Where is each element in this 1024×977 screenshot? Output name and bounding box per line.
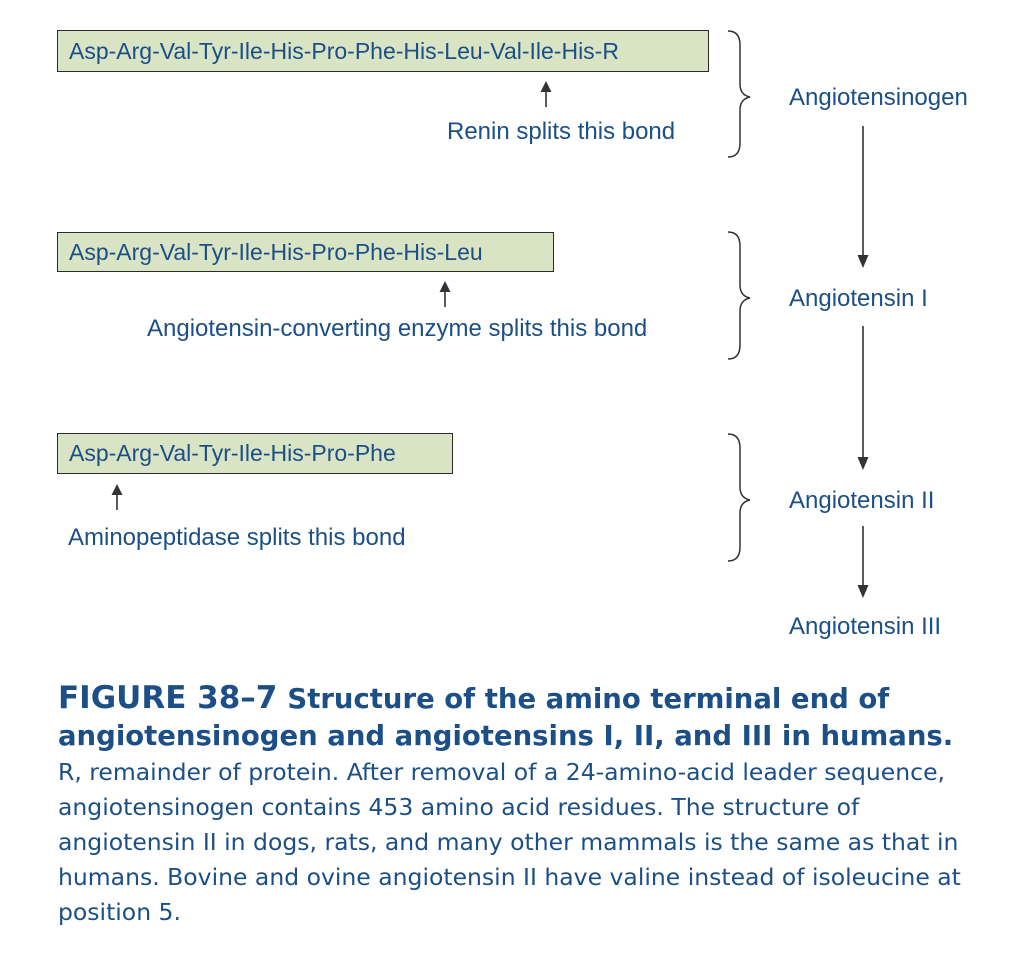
- caption-title: Structure of the amino terminal end of a…: [58, 683, 954, 752]
- cleavage-note-ace: Angiotensin-converting enzyme splits thi…: [147, 315, 648, 342]
- sequence-box-angiotensin-i: Asp-Arg-Val-Tyr-Ile-His-Pro-Phe-His-Leu: [57, 232, 554, 272]
- caption-body: R, remainder of protein. After removal o…: [58, 758, 961, 926]
- sequence-box-angiotensinogen: Asp-Arg-Val-Tyr-Ile-His-Pro-Phe-His-Leu-…: [57, 30, 709, 72]
- cleavage-arrow-renin-icon: [540, 81, 552, 107]
- conversion-arrow-icon: [857, 526, 869, 598]
- sequence-text: Asp-Arg-Val-Tyr-Ile-His-Pro-Phe-His-Leu-…: [69, 37, 619, 64]
- figure-label: FIGURE 38–7: [58, 680, 278, 716]
- product-name-angiotensin-iii: Angiotensin III: [789, 613, 942, 640]
- sequence-text: Asp-Arg-Val-Tyr-Ile-His-Pro-Phe-His-Leu: [69, 238, 483, 265]
- cleavage-note-renin: Renin splits this bond: [447, 118, 676, 145]
- sequence-text: Asp-Arg-Val-Tyr-Ile-His-Pro-Phe: [69, 440, 396, 466]
- cleavage-arrow-ace-icon: [439, 281, 451, 307]
- product-name-angiotensin-i: Angiotensin I: [789, 285, 928, 312]
- brace-icon: [727, 30, 751, 158]
- cleavage-note-aminopeptidase: Aminopeptidase splits this bond: [68, 524, 406, 551]
- brace-icon: [727, 433, 751, 562]
- diagram-overlay: [111, 30, 869, 598]
- product-name-angiotensinogen: Angiotensinogen: [789, 84, 968, 111]
- conversion-arrow-icon: [857, 326, 869, 470]
- product-name-angiotensin-ii: Angiotensin II: [789, 487, 935, 514]
- sequence-box-angiotensin-ii: Asp-Arg-Val-Tyr-Ile-His-Pro-Phe: [57, 433, 453, 474]
- cleavage-arrow-aminopeptidase-icon: [111, 484, 123, 510]
- brace-icon: [727, 231, 751, 360]
- conversion-arrow-icon: [857, 126, 869, 268]
